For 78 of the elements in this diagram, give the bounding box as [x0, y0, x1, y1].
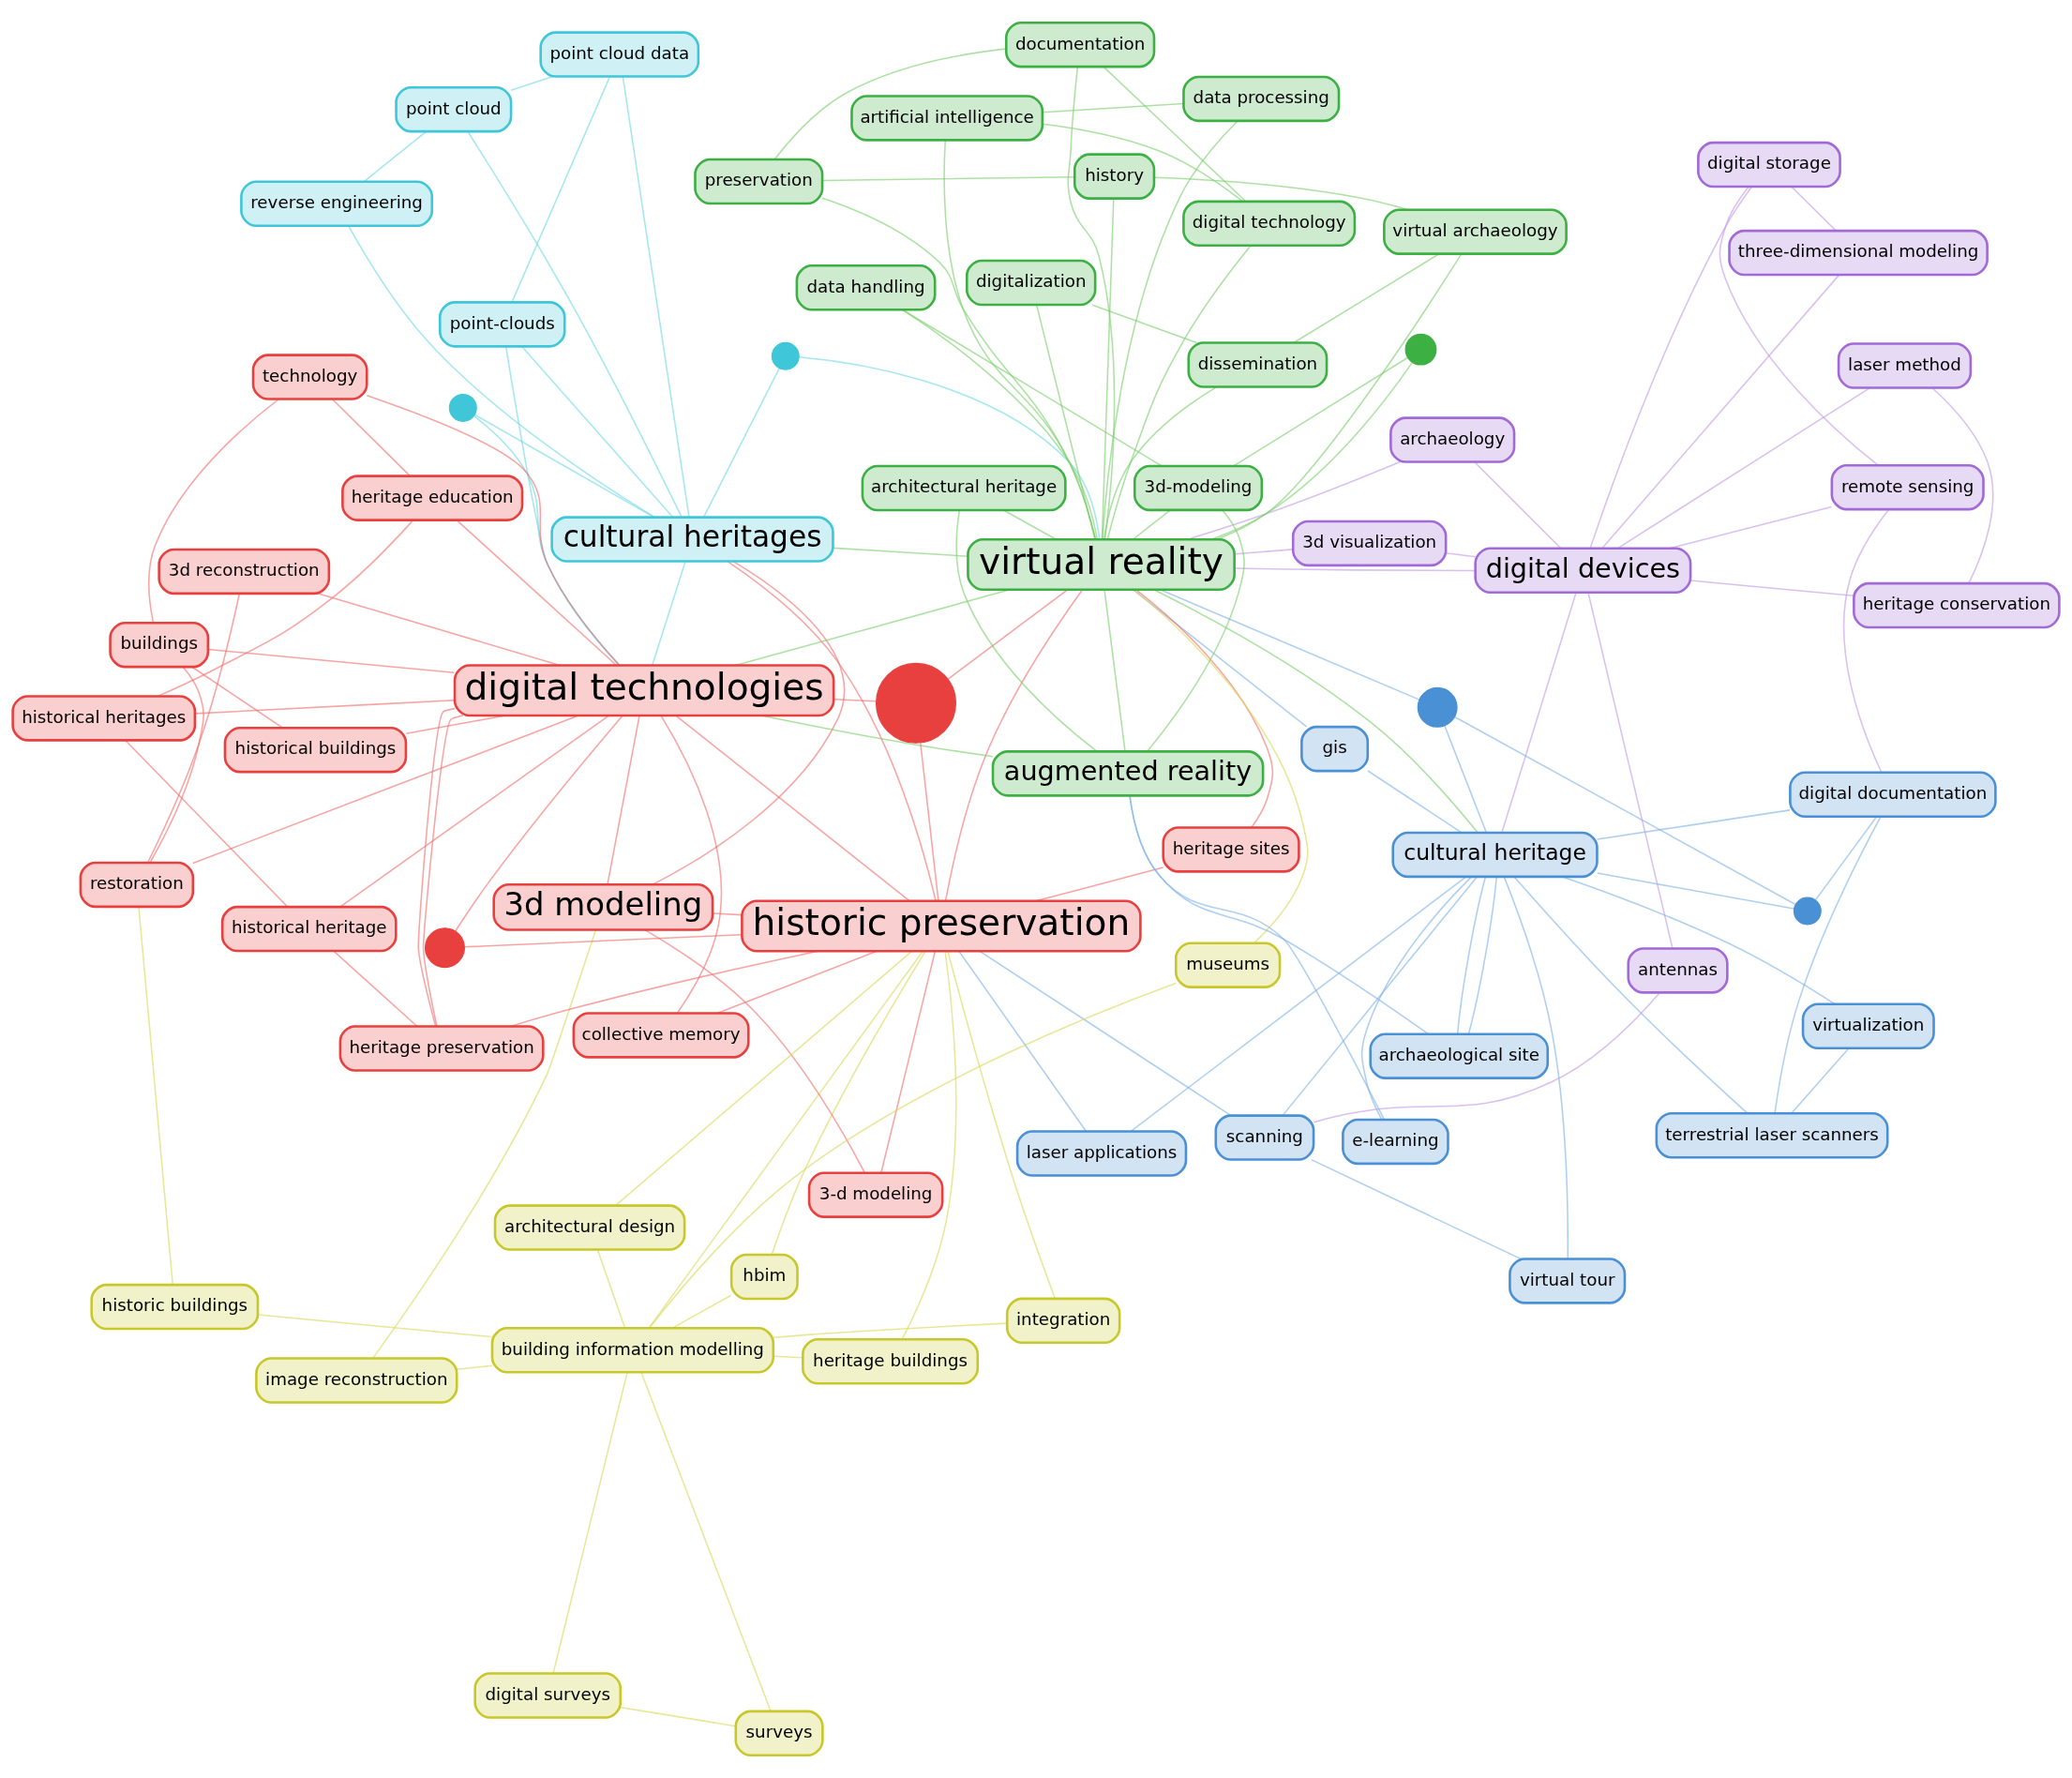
node-circle [1417, 686, 1458, 728]
connector [1513, 876, 1749, 1114]
node-box: cultural heritages [550, 516, 834, 563]
node-box: reverse engineering [240, 180, 434, 227]
connector [1453, 716, 1796, 906]
node-box: image reconstruction [255, 1357, 458, 1404]
node-box: 3d modeling [492, 883, 714, 931]
node-box: digital technology [1182, 200, 1357, 248]
node-box: heritage sites [1162, 826, 1300, 873]
node-box: hbim [729, 1253, 799, 1301]
node-box: e-learning [1342, 1118, 1449, 1166]
node-box: archaeological site [1369, 1032, 1550, 1079]
node-box: augmented reality [991, 750, 1265, 797]
node-box: 3d-modeling [1133, 464, 1264, 512]
node-circle [448, 394, 477, 422]
node-box: virtual reality [967, 537, 1236, 591]
node-box: digital documentation [1789, 771, 1997, 819]
node-circle [1404, 333, 1437, 366]
node-box: museums [1174, 942, 1282, 988]
node-box: digital technologies [453, 664, 835, 717]
node-box: terrestrial laser scanners [1655, 1111, 1889, 1159]
node-box: digital storage [1697, 141, 1841, 188]
node-box: virtual archaeology [1383, 208, 1568, 255]
node-box: dissemination [1187, 341, 1329, 388]
node-box: preservation [694, 158, 824, 205]
node-box: gis [1300, 725, 1370, 773]
node-box: laser method [1837, 342, 1973, 389]
node-box: digital devices [1474, 547, 1692, 595]
node-box: 3d visualization [1291, 520, 1448, 567]
node-box: architectural heritage [861, 464, 1067, 512]
connector [1130, 876, 1466, 1133]
node-box: point cloud data [539, 31, 700, 78]
node-circle [875, 662, 956, 744]
node-box: surveys [734, 1710, 824, 1757]
node-box: restoration [79, 861, 195, 909]
node-box: laser applications [1015, 1130, 1188, 1177]
node-box: point cloud [395, 85, 513, 133]
node-box: history [1073, 153, 1156, 200]
node-box: building information modelling [490, 1327, 775, 1374]
node-box: historical heritages [11, 695, 197, 742]
connector [1042, 123, 1244, 203]
node-box: data handling [795, 264, 937, 311]
node-box: antennas [1627, 947, 1729, 994]
node-box: heritage buildings [802, 1338, 980, 1385]
node-box: collective memory [572, 1012, 750, 1059]
node-box: buildings [109, 621, 210, 669]
node-box: heritage education [341, 475, 524, 521]
connector [1313, 991, 1661, 1123]
connector [1561, 876, 1836, 1005]
node-circle [771, 341, 800, 370]
node-circle [424, 927, 465, 969]
node-box: digitalization [966, 259, 1097, 307]
node-box: architectural design [493, 1204, 686, 1251]
node-box: integration [1005, 1297, 1121, 1345]
node-box: documentation [1004, 21, 1156, 68]
node-box: historic buildings [90, 1283, 260, 1331]
connector [1129, 794, 1386, 1121]
node-box: virtual tour [1509, 1258, 1627, 1304]
node-box: point-clouds [438, 301, 566, 348]
node-box: data processing [1182, 75, 1341, 123]
node-box: historic preservation [741, 899, 1142, 953]
node-box: cultural heritage [1391, 831, 1599, 879]
node-box: three-dimensional modeling [1728, 229, 1989, 277]
node-box: heritage preservation [338, 1025, 545, 1072]
connector [727, 560, 937, 902]
node-box: archaeology [1389, 416, 1516, 463]
node-box: heritage conservation [1853, 581, 2061, 629]
node-circle [1793, 897, 1822, 926]
node-box: artificial intelligence [850, 95, 1044, 142]
node-box: technology [251, 354, 368, 400]
node-box: remote sensing [1830, 463, 1985, 511]
node-box: historical buildings [223, 726, 408, 774]
node-box: digital surveys [473, 1672, 623, 1719]
node-box: scanning [1214, 1114, 1315, 1161]
node-box: historical heritage [220, 905, 398, 953]
node-box: 3-d modeling [807, 1171, 944, 1218]
node-box: 3d reconstruction [158, 548, 331, 595]
node-box: virtualization [1801, 1002, 1935, 1050]
